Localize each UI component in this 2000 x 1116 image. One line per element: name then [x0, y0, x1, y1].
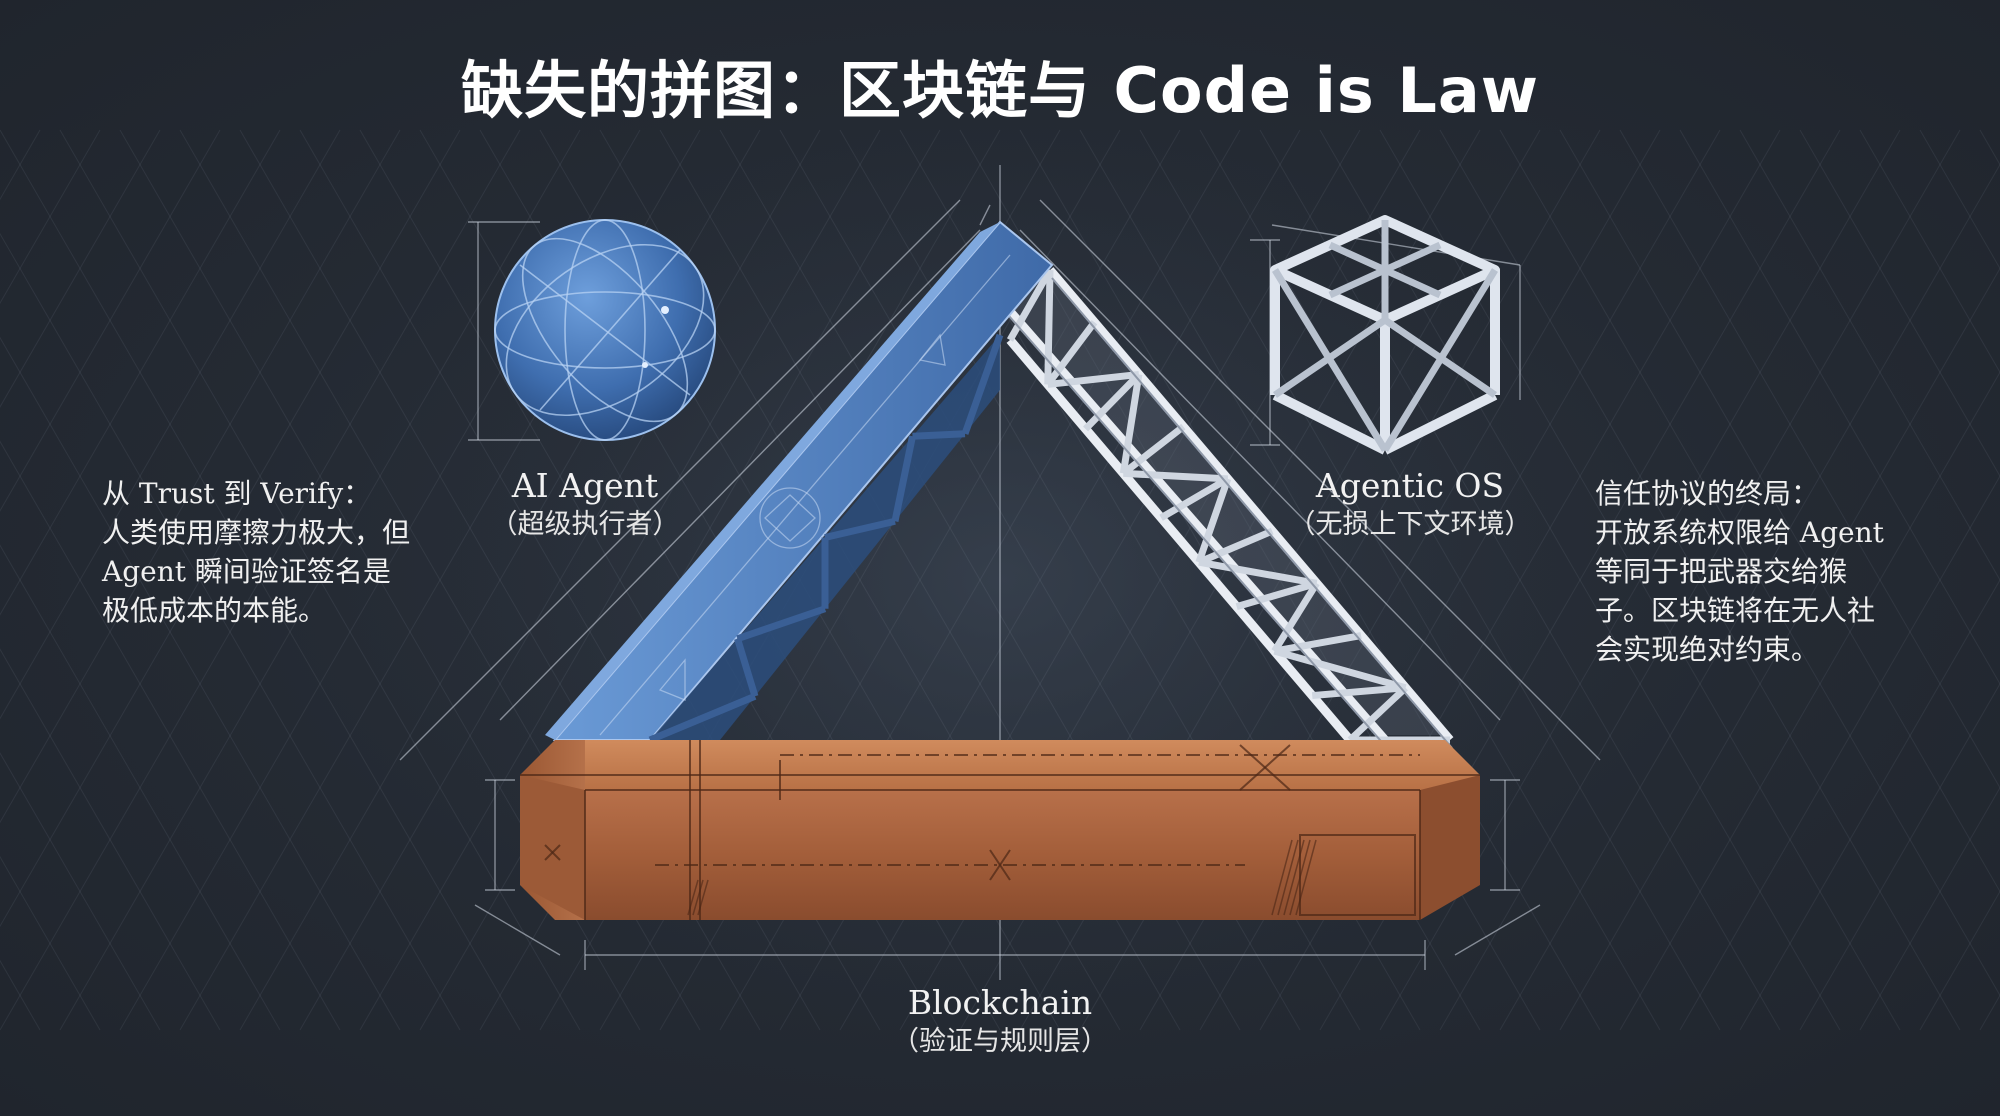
blockchain-subtitle: （验证与规则层）	[892, 1026, 1108, 1057]
blue-beam	[545, 220, 1054, 744]
right-annotation: 信任协议的终局： 开放系统权限给 Agent 等同于把武器交给猴 子。区块链将在…	[1595, 474, 1955, 669]
ai-agent-subtitle: （超级执行者）	[490, 509, 680, 540]
left-annotation-line: Agent 瞬间验证签名是	[102, 555, 391, 588]
agentic-os-cube	[1270, 215, 1500, 455]
construction-lines	[399, 165, 1601, 980]
blockchain-name: Blockchain	[907, 983, 1093, 1022]
agentic-os-label: Agentic OS （无损上下文环境）	[1285, 466, 1535, 544]
blockchain-label: Blockchain （验证与规则层）	[880, 983, 1120, 1061]
left-annotation: 从 Trust 到 Verify： 人类使用摩擦力极大，但 Agent 瞬间验证…	[102, 474, 442, 630]
copper-base-beam	[520, 740, 1480, 920]
right-annotation-line: 会实现绝对约束。	[1595, 633, 1820, 666]
white-truss-beam	[996, 267, 1454, 749]
left-annotation-line: 从 Trust 到 Verify：	[102, 477, 372, 510]
right-annotation-line: 子。区块链将在无人社	[1595, 594, 1876, 627]
ai-agent-label: AI Agent （超级执行者）	[470, 466, 700, 544]
ai-agent-name: AI Agent	[511, 466, 659, 505]
ai-agent-sphere	[494, 219, 716, 441]
agentic-os-subtitle: （无损上下文环境）	[1288, 509, 1532, 540]
left-annotation-line: 极低成本的本能。	[102, 594, 327, 627]
left-annotation-line: 人类使用摩擦力极大，但	[102, 516, 411, 549]
agentic-os-name: Agentic OS	[1315, 466, 1505, 505]
right-annotation-line: 信任协议的终局：	[1595, 477, 1820, 510]
right-annotation-line: 等同于把武器交给猴	[1595, 555, 1848, 588]
page-title: 缺失的拼图：区块链与 Code is Law	[460, 54, 1540, 127]
right-annotation-line: 开放系统权限给 Agent	[1595, 516, 1884, 549]
